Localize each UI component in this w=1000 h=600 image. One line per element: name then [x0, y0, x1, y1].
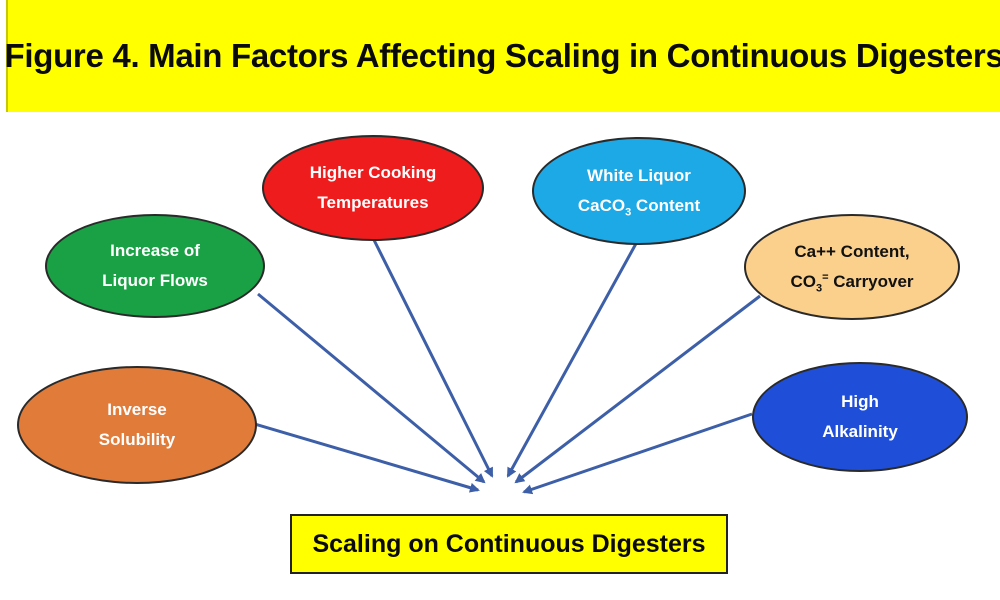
arrow-inverse-solubility: [247, 420, 480, 493]
factor-high-alkalinity: High Alkalinity: [752, 362, 968, 472]
factor-liquor-flows-line1: Increase of: [110, 241, 200, 260]
factor-cooking-temperatures-line2: Temperatures: [317, 193, 429, 212]
factor-white-liquor: White Liquor CaCO3 Content: [532, 137, 746, 245]
arrow-liquor-flows: [257, 292, 486, 484]
factor-high-alkalinity-line2: Alkalinity: [822, 422, 898, 441]
factor-inverse-solubility-line1: Inverse: [107, 400, 167, 419]
factor-high-alkalinity-line1: High: [841, 392, 879, 411]
result-label: Scaling on Continuous Digesters: [312, 529, 706, 558]
factor-ca-content-line1: Ca++ Content,: [794, 242, 910, 261]
factor-cooking-temperatures: Higher Cooking Temperatures: [262, 135, 484, 241]
arrow-ca-content: [514, 294, 761, 484]
factor-ca-content: Ca++ Content, CO3= Carryover: [744, 214, 960, 320]
factor-liquor-flows-line2: Liquor Flows: [102, 271, 208, 290]
factor-cooking-temperatures-line1: Higher Cooking: [309, 163, 437, 182]
arrow-high-alkalinity: [522, 412, 753, 495]
title-banner: Figure 4. Main Factors Affecting Scaling…: [4, 0, 1000, 112]
arrow-white-liquor: [506, 239, 640, 478]
factor-ca-content-line2: CO3= Carryover: [790, 271, 914, 295]
factor-white-liquor-line1: White Liquor: [587, 166, 691, 185]
factor-liquor-flows: Increase of Liquor Flows: [45, 214, 265, 318]
arrow-cooking-temperatures: [370, 235, 494, 478]
factor-white-liquor-line2: CaCO3 Content: [577, 196, 701, 219]
factor-inverse-solubility-line2: Solubility: [98, 430, 176, 449]
figure-title: Figure 4. Main Factors Affecting Scaling…: [4, 37, 1000, 74]
factor-inverse-solubility: Inverse Solubility: [17, 366, 257, 484]
result-box: Scaling on Continuous Digesters: [290, 514, 728, 574]
